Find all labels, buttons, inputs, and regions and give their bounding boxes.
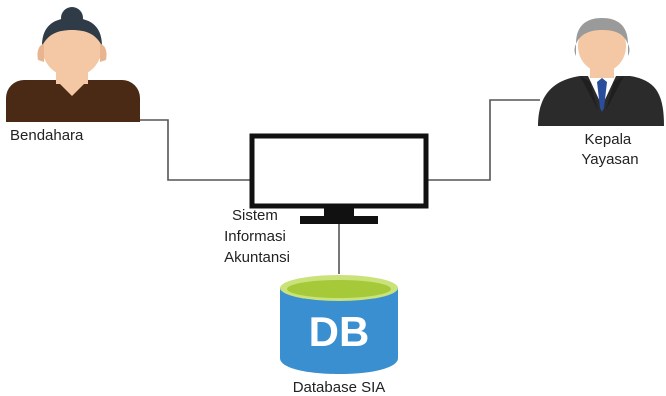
database-label: Database SIA [293, 379, 386, 396]
kepala-yayasan-label: Kepala Yayasan [581, 131, 638, 168]
database-icon: DB [280, 275, 398, 374]
kepala-yayasan-icon [538, 18, 664, 126]
bendahara-icon [6, 7, 140, 122]
database-icon-text: DB [309, 308, 370, 355]
sistem-label: Sistem Informasi Akuntansi [224, 207, 290, 266]
kepala-yayasan-label-line2: Yayasan [581, 151, 638, 168]
connector-kepala-sistem [428, 99, 540, 181]
monitor-icon [249, 133, 429, 224]
connector-bendahara-sistem [140, 119, 250, 181]
connectors [140, 99, 540, 274]
sistem-label-line3: Akuntansi [224, 249, 290, 266]
sistem-label-line1: Sistem [232, 207, 278, 224]
sistem-label-line2: Informasi [224, 228, 286, 245]
bendahara-label: Bendahara [10, 127, 84, 144]
kepala-yayasan-label-line1: Kepala [585, 131, 632, 148]
